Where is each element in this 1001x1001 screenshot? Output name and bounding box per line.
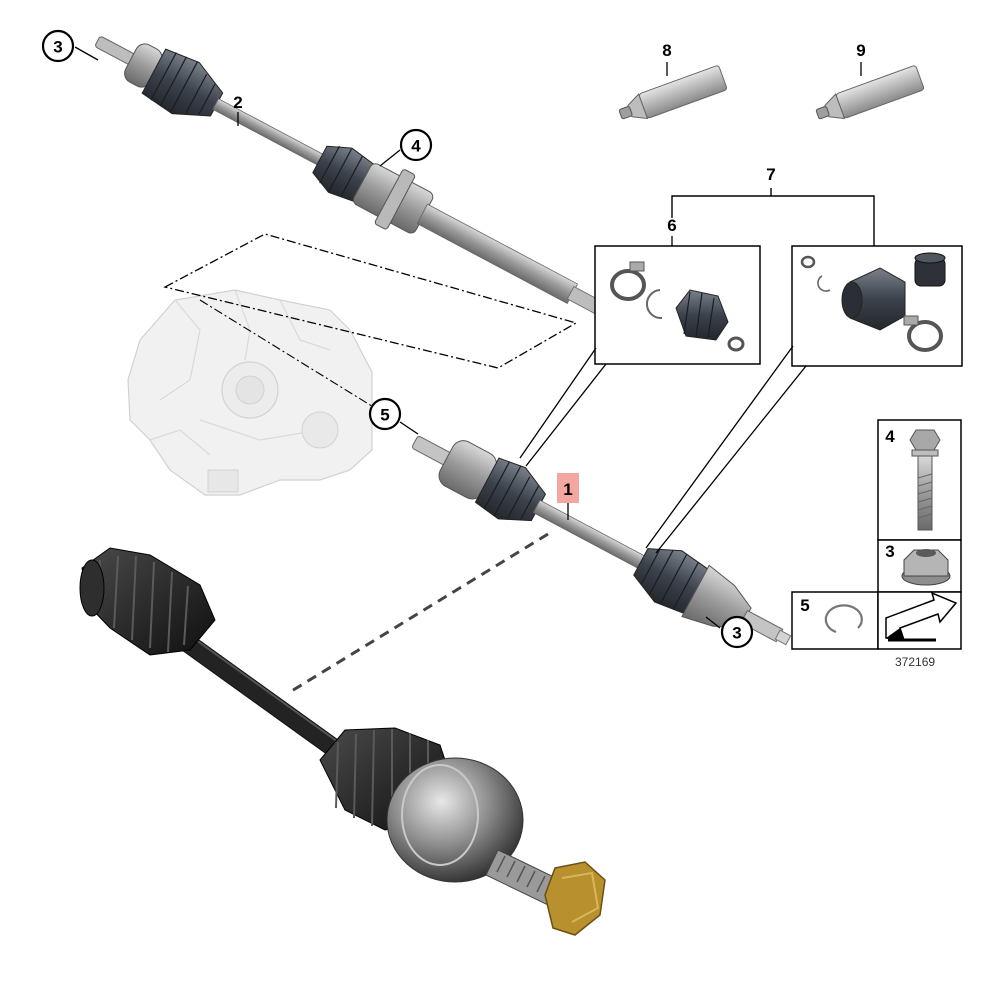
- boot-kit-6-parts: [610, 261, 745, 352]
- callout-5-circle: [368, 397, 402, 431]
- callout-1: 1: [563, 480, 572, 499]
- legend-panel: [791, 419, 962, 650]
- photo-link-dashed: [289, 532, 549, 694]
- diagram-reference-number: 372169: [895, 655, 935, 669]
- collar-nut-icon: [901, 549, 951, 586]
- gearbox-illustration: [127, 289, 373, 496]
- callout-3-top-circle: [41, 29, 75, 63]
- hex-bolt-icon: [909, 429, 941, 531]
- group-bracket-7: [671, 188, 875, 246]
- legend-ring-box: [791, 591, 879, 650]
- leader-kit6: [519, 347, 597, 459]
- boot-kit-7-parts: [800, 252, 946, 352]
- legend-num-bolt: 4: [885, 427, 895, 446]
- callout-7: 7: [766, 165, 775, 184]
- callout-2: 2: [233, 93, 242, 112]
- callout-3-bottom-circle: [720, 615, 754, 649]
- leader-kit6b: [525, 363, 607, 467]
- callout-8: 8: [662, 41, 671, 60]
- callout-5: 5: [380, 406, 389, 425]
- callout-9: 9: [856, 41, 865, 60]
- callout-3-top: 3: [53, 38, 62, 57]
- drive-shaft-main: [412, 436, 792, 646]
- leader-kit7: [645, 345, 794, 549]
- leader-3-bottom: [705, 616, 721, 629]
- callout-4-circle: [399, 128, 433, 162]
- product-photo-shaft: [79, 547, 606, 936]
- legend-num-nut: 3: [885, 542, 894, 561]
- leader-kit7b: [655, 365, 807, 554]
- leader-5: [399, 421, 419, 435]
- circlip-icon: [824, 604, 863, 634]
- boot-kit-box-6: [594, 245, 761, 365]
- grease-tube-9: [815, 65, 925, 120]
- leader-4: [379, 149, 401, 167]
- grease-tube-8: [618, 65, 728, 120]
- callout-1-highlight: [557, 473, 579, 503]
- legend-num-ring: 5: [800, 596, 809, 615]
- drive-shaft-top: [95, 36, 618, 321]
- leader-3-top: [74, 46, 99, 61]
- callout-4: 4: [411, 137, 421, 156]
- mounting-plane-outline: [163, 233, 578, 369]
- callout-3-bottom: 3: [732, 624, 741, 643]
- callout-6: 6: [667, 216, 676, 235]
- axis-line: [199, 299, 376, 409]
- direction-arrow-icon: [885, 591, 958, 642]
